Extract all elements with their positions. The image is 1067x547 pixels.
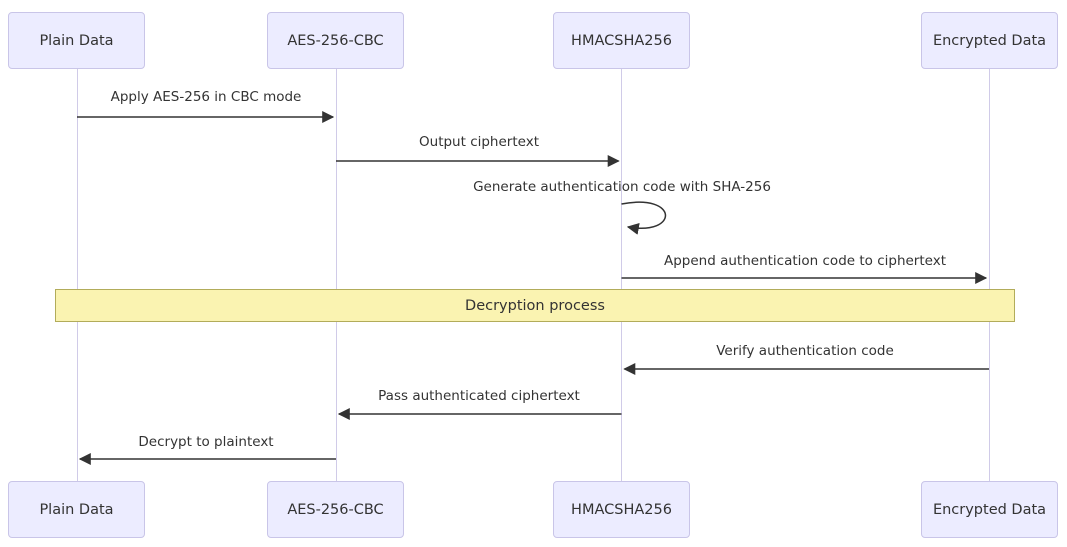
lifeline-aes-256-cbc bbox=[336, 69, 337, 481]
decryption-process-label: Decryption process bbox=[465, 297, 605, 314]
arrow-self-generate-auth-code bbox=[621, 201, 667, 235]
message-label-generate-auth-code: Generate authentication code with SHA-25… bbox=[473, 179, 771, 195]
actor-top-aes-256-cbc: AES-256-CBC bbox=[267, 12, 404, 69]
message-label-apply-aes: Apply AES-256 in CBC mode bbox=[110, 89, 302, 105]
actor-bottom-encrypted-data: Encrypted Data bbox=[921, 481, 1058, 538]
actor-bottom-hmacsha256: HMACSHA256 bbox=[553, 481, 690, 538]
message-label-output-ciphertext: Output ciphertext bbox=[419, 134, 539, 150]
lifeline-encrypted-data bbox=[989, 69, 990, 481]
lifeline-hmacsha256 bbox=[621, 69, 622, 481]
actor-label: HMACSHA256 bbox=[571, 32, 672, 49]
message-label-verify-auth-code: Verify authentication code bbox=[716, 343, 894, 359]
message-label-pass-auth-ciphertext: Pass authenticated ciphertext bbox=[378, 388, 580, 404]
actor-label: Plain Data bbox=[39, 32, 114, 49]
message-label-append-auth-code: Append authentication code to ciphertext bbox=[663, 253, 947, 269]
lifeline-plain-data bbox=[77, 69, 78, 481]
actor-bottom-aes-256-cbc: AES-256-CBC bbox=[267, 481, 404, 538]
decryption-process-band: Decryption process bbox=[55, 289, 1015, 322]
actor-top-hmacsha256: HMACSHA256 bbox=[553, 12, 690, 69]
actor-label: AES-256-CBC bbox=[287, 501, 384, 518]
actor-label: AES-256-CBC bbox=[287, 32, 384, 49]
actor-label: Plain Data bbox=[39, 501, 114, 518]
actor-label: Encrypted Data bbox=[932, 501, 1047, 518]
message-label-decrypt-to-plaintext: Decrypt to plaintext bbox=[138, 434, 274, 450]
actor-top-encrypted-data: Encrypted Data bbox=[921, 12, 1058, 69]
actor-top-plain-data: Plain Data bbox=[8, 12, 145, 69]
actor-bottom-plain-data: Plain Data bbox=[8, 481, 145, 538]
actor-label: HMACSHA256 bbox=[571, 501, 672, 518]
actor-label: Encrypted Data bbox=[932, 32, 1047, 49]
